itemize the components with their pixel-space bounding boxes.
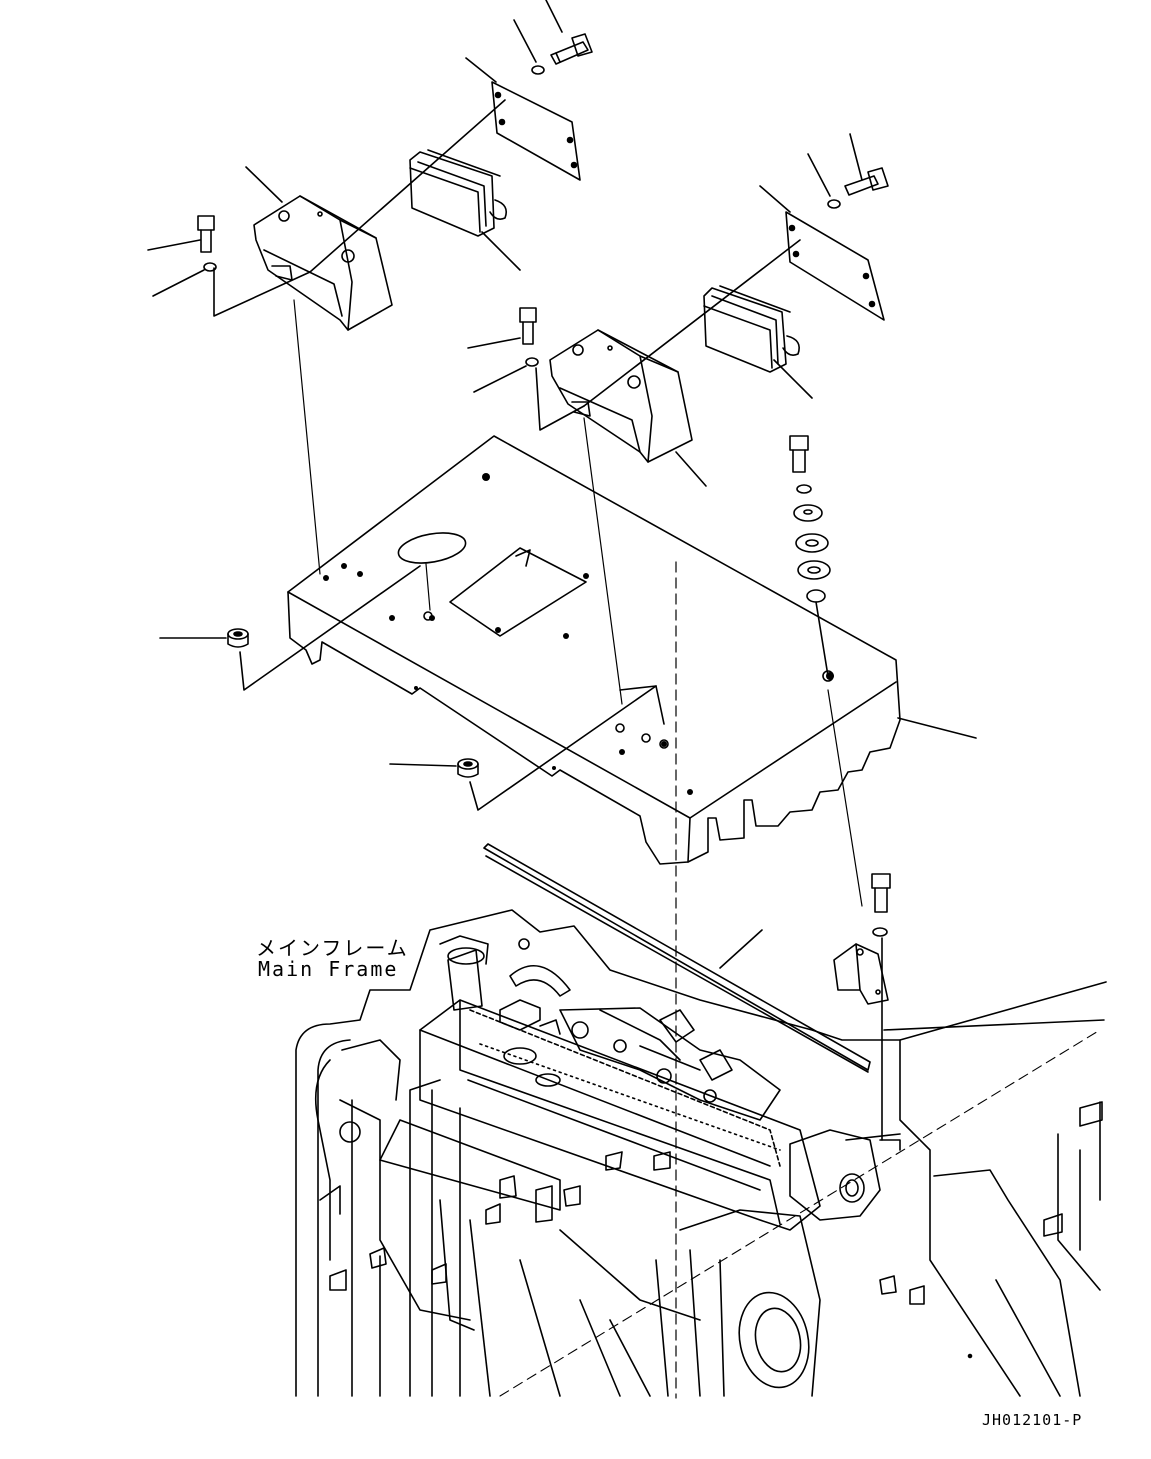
washer-icon [795, 533, 829, 553]
bore-flange [738, 1291, 810, 1389]
washer-icon [827, 199, 841, 209]
rubber-cushion-mid [457, 758, 479, 778]
work-lamp-icon [703, 285, 800, 373]
washer-icon [872, 927, 888, 937]
inspection-panel [449, 547, 587, 637]
bracket-plate [491, 81, 581, 181]
bolt-icon [550, 33, 593, 65]
bolt-icon [197, 215, 215, 253]
washer-icon [531, 65, 545, 75]
work-lamp-icon [409, 149, 508, 237]
mount-fastener-stack [789, 435, 863, 907]
main-frame-label-en: Main Frame [258, 957, 399, 981]
lamp-assembly-right [467, 133, 889, 487]
washer-icon [525, 357, 539, 367]
rubber-cushion-left [227, 628, 249, 648]
bolt-icon [789, 435, 809, 473]
washer-icon [797, 560, 831, 580]
bracket-plate [785, 211, 885, 321]
drawing-code: JH012101-P [982, 1411, 1083, 1429]
lamp-guard [253, 195, 393, 331]
rubber-mount-icon [793, 504, 823, 522]
main-frame-label-jp: メインフレーム [256, 936, 409, 960]
lamp-guard [549, 329, 693, 463]
main-frame [295, 909, 1107, 1397]
mounting-holes [323, 473, 834, 795]
bolt-icon [844, 167, 889, 196]
washer-icon [796, 484, 812, 494]
spacer-icon [806, 589, 826, 603]
washer-icon [203, 262, 217, 272]
bolt-icon [871, 873, 891, 913]
mount-bracket [833, 873, 891, 1141]
bolt-icon [519, 307, 537, 345]
cover-opening [397, 532, 467, 564]
cover-plate [287, 435, 977, 865]
lamp-assembly-left [147, 0, 593, 331]
seal-strip [483, 843, 871, 1073]
